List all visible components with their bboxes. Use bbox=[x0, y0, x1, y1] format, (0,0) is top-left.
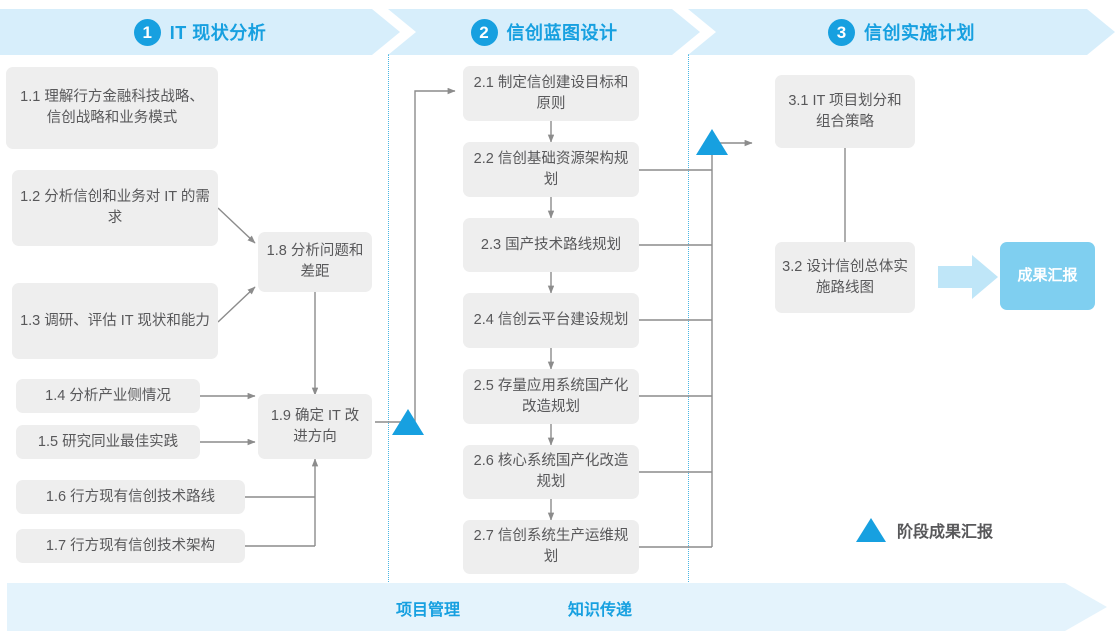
task-label: 1.1 理解行方金融科技战略、信创战略和业务模式 bbox=[20, 89, 204, 126]
legend-label: 阶段成果汇报 bbox=[897, 524, 994, 541]
task-box-2-4[interactable]: 2.4 信创云平台建设规划 bbox=[463, 293, 639, 348]
milestone-triangle-icon bbox=[856, 518, 886, 542]
task-box-2-3[interactable]: 2.3 国产技术路线规划 bbox=[463, 218, 639, 272]
deliverable-box[interactable]: 成果汇报 bbox=[1000, 242, 1095, 310]
task-box-2-1[interactable]: 2.1 制定信创建设目标和原则 bbox=[463, 66, 639, 121]
task-label: 1.5 研究同业最佳实践 bbox=[37, 433, 179, 450]
task-label: 1.7 行方现有信创技术架构 bbox=[45, 537, 216, 554]
column-divider-1 bbox=[388, 54, 389, 584]
task-box-1-7[interactable]: 1.7 行方现有信创技术架构 bbox=[16, 529, 245, 563]
task-label: 1.2 分析信创和业务对 IT 的需求 bbox=[20, 189, 210, 226]
task-box-1-3[interactable]: 1.3 调研、评估 IT 现状和能力 bbox=[12, 283, 218, 359]
task-box-1-9[interactable]: 1.9 确定 IT 改进方向 bbox=[258, 394, 372, 459]
task-label: 2.3 国产技术路线规划 bbox=[480, 236, 622, 253]
task-box-1-2[interactable]: 1.2 分析信创和业务对 IT 的需求 bbox=[12, 170, 218, 246]
phase-band-3[interactable]: 3 信创实施计划 bbox=[688, 9, 1115, 55]
task-box-3-1[interactable]: 3.1 IT 项目划分和组合策略 bbox=[775, 75, 915, 148]
task-label: 1.3 调研、评估 IT 现状和能力 bbox=[20, 312, 210, 329]
bottom-band bbox=[7, 583, 1107, 631]
task-box-2-7[interactable]: 2.7 信创系统生产运维规划 bbox=[463, 520, 639, 574]
task-box-3-2[interactable]: 3.2 设计信创总体实施路线图 bbox=[775, 242, 915, 313]
task-box-1-4[interactable]: 1.4 分析产业侧情况 bbox=[16, 379, 200, 413]
task-label: 1.6 行方现有信创技术路线 bbox=[45, 488, 216, 505]
phase-number-2: 2 bbox=[470, 18, 498, 46]
milestone-triangle-phase1 bbox=[392, 409, 424, 435]
deliverable-arrow bbox=[938, 255, 998, 299]
task-box-1-5[interactable]: 1.5 研究同业最佳实践 bbox=[16, 425, 200, 459]
phase-number-1: 1 bbox=[133, 18, 161, 46]
task-box-2-6[interactable]: 2.6 核心系统国产化改造规划 bbox=[463, 445, 639, 499]
phase-number-3: 3 bbox=[828, 18, 855, 46]
task-label: 1.4 分析产业侧情况 bbox=[45, 387, 171, 404]
task-box-1-8[interactable]: 1.8 分析问题和差距 bbox=[258, 232, 372, 292]
bottom-label-knowledge-transfer: 知识传递 bbox=[568, 602, 633, 619]
task-label: 1.8 分析问题和差距 bbox=[266, 243, 364, 280]
task-label: 2.7 信创系统生产运维规划 bbox=[473, 528, 629, 565]
task-label: 2.4 信创云平台建设规划 bbox=[473, 312, 629, 329]
phase-title-1: IT 现状分析 bbox=[169, 23, 267, 43]
task-label: 2.1 制定信创建设目标和原则 bbox=[473, 74, 629, 112]
task-label: 3.1 IT 项目划分和组合策略 bbox=[788, 92, 902, 130]
bottom-label-project-management: 项目管理 bbox=[396, 602, 461, 619]
phase-header: 1 IT 现状分析 2 信创蓝图设计 3 信创实施计划 bbox=[0, 9, 1115, 55]
task-label: 1.9 确定 IT 改进方向 bbox=[270, 407, 360, 445]
task-label: 3.2 设计信创总体实施路线图 bbox=[782, 258, 908, 296]
task-label: 2.2 信创基础资源架构规划 bbox=[473, 150, 629, 188]
task-box-2-2[interactable]: 2.2 信创基础资源架构规划 bbox=[463, 142, 639, 197]
task-box-1-6[interactable]: 1.6 行方现有信创技术路线 bbox=[16, 480, 245, 514]
milestone-triangle-phase2 bbox=[696, 129, 728, 155]
legend: 阶段成果汇报 bbox=[856, 518, 993, 542]
task-box-2-5[interactable]: 2.5 存量应用系统国产化改造规划 bbox=[463, 369, 639, 424]
deliverable-label: 成果汇报 bbox=[1017, 267, 1078, 285]
phase-band-2[interactable]: 2 信创蓝图设计 bbox=[388, 9, 700, 55]
phase-title-2: 信创蓝图设计 bbox=[506, 23, 618, 43]
task-box-1-1[interactable]: 1.1 理解行方金融科技战略、信创战略和业务模式 bbox=[6, 67, 218, 149]
phase-band-1[interactable]: 1 IT 现状分析 bbox=[0, 9, 400, 55]
task-label: 2.6 核心系统国产化改造规划 bbox=[473, 453, 629, 490]
task-label: 2.5 存量应用系统国产化改造规划 bbox=[473, 377, 629, 415]
column-divider-2 bbox=[688, 54, 689, 584]
phase-title-3: 信创实施计划 bbox=[864, 23, 975, 43]
